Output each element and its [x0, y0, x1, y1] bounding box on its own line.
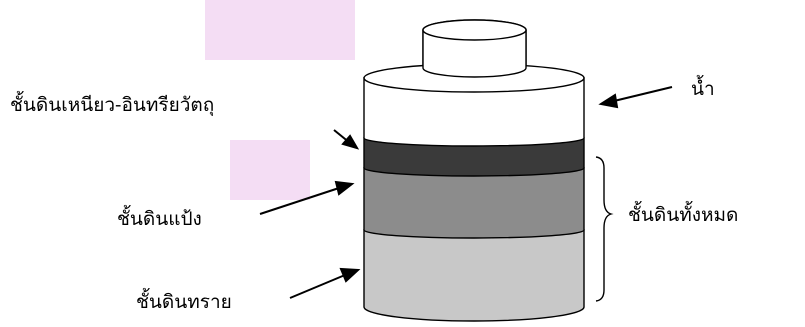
arrow-water-head [598, 93, 619, 109]
silt-layer [363, 167, 585, 239]
arrow-water [613, 86, 673, 102]
arrow-clay-organic-head [341, 134, 360, 150]
arrow-sand [289, 274, 346, 299]
water-layer [363, 63, 585, 147]
total-soil-brace [595, 156, 614, 302]
container-lid-knob-front [422, 19, 527, 78]
clay-organic-layer [363, 137, 585, 177]
arrow-silt [259, 187, 340, 215]
watermark-block-mid [230, 140, 310, 200]
watermark-block-top [205, 0, 355, 60]
sand-layer [363, 229, 585, 322]
arrow-silt-head [334, 180, 355, 196]
label-clay-organic-layer: ชั้นดินเหนียว-อินทรียวัตถุ [10, 94, 215, 116]
label-total-soil: ชั้นดินทั้งหมด [628, 204, 739, 226]
arrow-sand-head [339, 267, 361, 283]
arrows [259, 86, 673, 299]
label-water: น้ำ [691, 78, 715, 100]
label-sand-layer: ชั้นดินทราย [136, 291, 232, 313]
label-silt-layer: ชั้นดินแป้ง [117, 208, 202, 230]
